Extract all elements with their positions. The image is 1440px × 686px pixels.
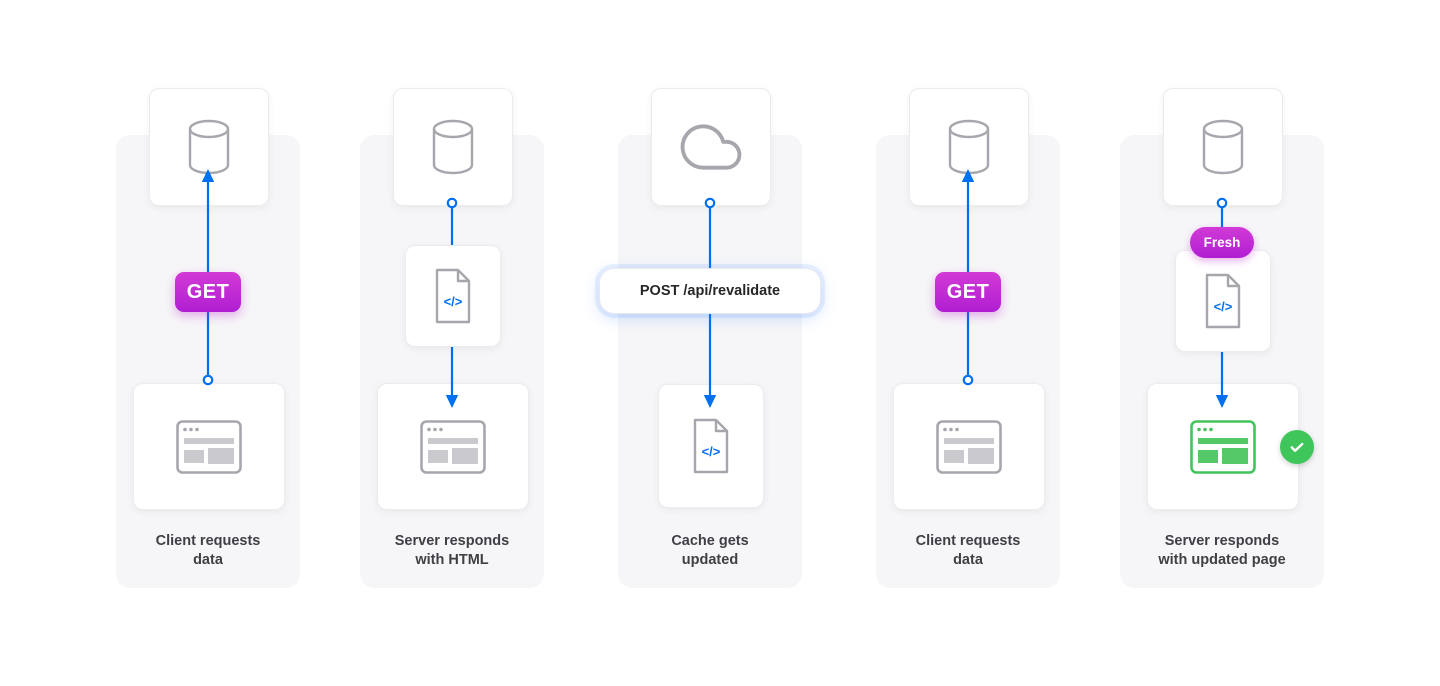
caption-line: Client requests [915, 533, 1021, 549]
database-card [393, 88, 513, 206]
step-caption: Client requests data [858, 532, 1078, 569]
caption-line: with HTML [415, 551, 489, 568]
get-badge: GET [935, 272, 1001, 312]
code-file-icon: </> [435, 268, 471, 324]
caption-line: data [953, 551, 983, 568]
caption-line: Cache gets [671, 533, 749, 549]
browser-card [377, 383, 529, 510]
caption-line: data [193, 551, 223, 568]
check-icon [1280, 430, 1314, 464]
fresh-badge: Fresh [1190, 227, 1254, 258]
database-card [1163, 88, 1283, 206]
post-revalidate-badge: POST /api/revalidate [600, 269, 820, 313]
caption-line: Server responds [394, 533, 510, 549]
caption-line: Server responds [1164, 533, 1280, 549]
caption-line: updated [681, 551, 739, 568]
code-file-icon: </> [1205, 273, 1241, 329]
step-caption: Server responds with HTML [342, 532, 562, 569]
cloud-icon [680, 124, 742, 170]
browser-icon [420, 419, 486, 474]
browser-icon-success [1190, 419, 1256, 474]
database-icon [1202, 119, 1244, 175]
caption-line: Client requests [155, 533, 261, 549]
step-caption: Cache gets updated [600, 532, 820, 569]
browser-card [893, 383, 1045, 510]
browser-icon [936, 419, 1002, 474]
get-badge: GET [175, 272, 241, 312]
step-caption: Client requests data [98, 532, 318, 569]
flow-arrow-up [201, 169, 215, 386]
svg-text:</>: </> [444, 294, 463, 309]
code-file-icon: </> [693, 418, 729, 474]
database-card [909, 88, 1029, 206]
cloud-card [651, 88, 771, 206]
svg-text:</>: </> [702, 444, 721, 459]
browser-icon [176, 419, 242, 474]
database-icon [432, 119, 474, 175]
svg-text:</>: </> [1214, 299, 1233, 314]
caption-line: with updated page [1158, 551, 1286, 568]
code-file-card: </> [1175, 250, 1271, 352]
code-file-card: </> [405, 245, 501, 347]
browser-card [133, 383, 285, 510]
step-caption: Server responds with updated page [1112, 532, 1332, 569]
